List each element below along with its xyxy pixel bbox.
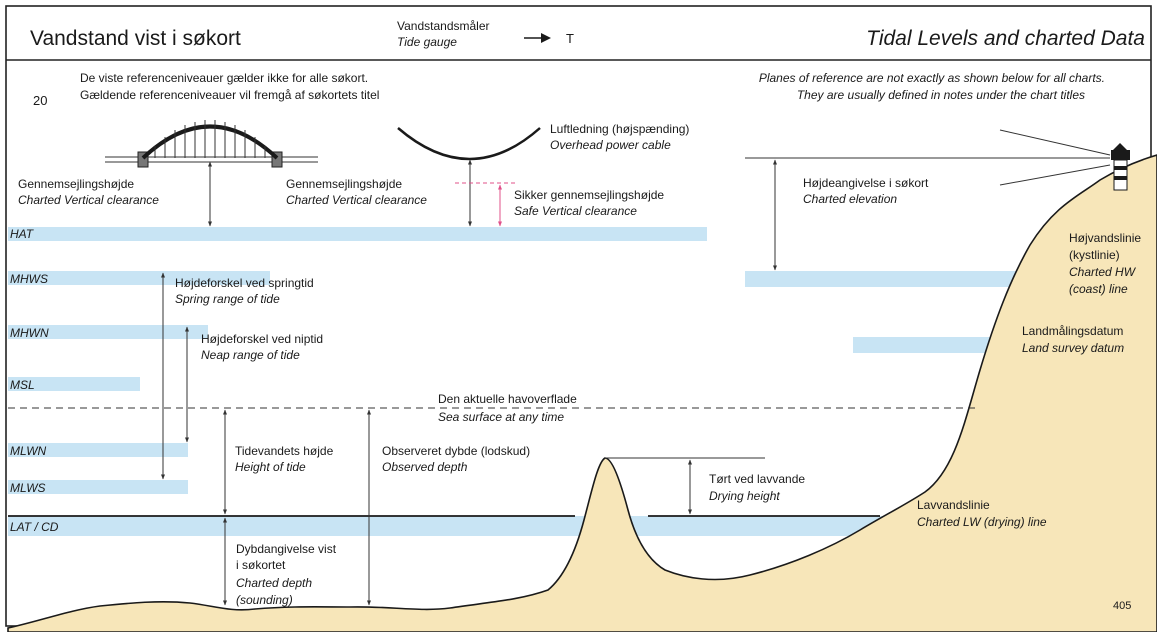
safe-clearance-label-en: Safe Vertical clearance <box>514 204 637 218</box>
hw-line-label-da2: (kystlinie) <box>1069 248 1120 262</box>
light-beam-upper <box>999 129 1111 156</box>
lat-band <box>8 516 888 536</box>
drying-height-label-en: Drying height <box>709 489 780 503</box>
seabed-and-land-profile <box>7 154 1157 632</box>
observed-depth-label-en: Observed depth <box>382 460 468 474</box>
hat-band <box>8 227 707 241</box>
charted-depth-label-en1: Charted depth <box>236 576 312 590</box>
chart-number: 20 <box>33 93 47 108</box>
page-number: 405 <box>1113 600 1131 612</box>
sea-surface-label-en: Sea surface at any time <box>438 410 564 424</box>
elevation-label-en: Charted elevation <box>803 192 897 206</box>
note-en-line1: Planes of reference are not exactly as s… <box>759 71 1105 85</box>
lw-line-label-en: Charted LW (drying) line <box>917 515 1047 529</box>
tide-gauge-label-da: Vandstandsmåler <box>397 19 490 33</box>
bridge-clearance-label-en: Charted Vertical clearance <box>18 193 159 207</box>
land-survey-label-da: Landmålingsdatum <box>1022 324 1123 338</box>
cable-clearance-label-da: Gennemsejlingshøjde <box>286 177 402 191</box>
spring-range-label-en: Spring range of tide <box>175 292 280 306</box>
power-cable-label-da: Luftledning (højspænding) <box>550 122 689 136</box>
neap-range-label-da: Højdeforskel ved niptid <box>201 332 323 346</box>
sea-surface-label-da: Den aktuelle havoverflade <box>438 392 577 406</box>
land-survey-label-en: Land survey datum <box>1022 341 1124 355</box>
charted-depth-label-da2: i søkortet <box>236 558 286 572</box>
mhwn-band <box>8 325 208 339</box>
hw-line-label-da1: Højvandslinie <box>1069 231 1141 245</box>
neap-range-label-en: Neap range of tide <box>201 348 300 362</box>
bridge-icon <box>105 120 318 168</box>
charted-depth-label-da1: Dybdangivelse vist <box>236 542 337 556</box>
mhws-band <box>8 271 270 285</box>
tide-gauge-symbol: T <box>566 31 574 46</box>
height-of-tide-label-en: Height of tide <box>235 460 306 474</box>
msl-band <box>8 377 140 391</box>
level-label-mlwn: MLWN <box>10 444 47 458</box>
title-danish: Vandstand vist i søkort <box>30 27 241 50</box>
charted-depth-label-en2: (sounding) <box>236 593 293 607</box>
mlwn-band <box>8 443 188 457</box>
safe-clearance-label-da: Sikker gennemsejlingshøjde <box>514 188 664 202</box>
level-label-mlws: MLWS <box>10 481 46 495</box>
lighthouse-icon <box>1111 143 1130 191</box>
hw-line-label-en2: (coast) line <box>1069 282 1128 296</box>
power-cable-icon <box>397 127 541 161</box>
note-da-line2: Gældende referenceniveauer vil fremgå af… <box>80 88 379 102</box>
drying-height-label-da: Tørt ved lavvande <box>709 472 805 486</box>
level-label-lat-cd: LAT / CD <box>10 520 59 534</box>
land-survey-band <box>853 337 1023 353</box>
level-label-msl: MSL <box>10 378 35 392</box>
power-cable-label-en: Overhead power cable <box>550 138 671 152</box>
level-label-mhws: MHWS <box>10 272 48 286</box>
note-en-line2: They are usually defined in notes under … <box>797 88 1085 102</box>
light-beam-lower <box>999 164 1111 186</box>
observed-depth-label-da: Observeret dybde (lodskud) <box>382 444 530 458</box>
lw-line-label-da: Lavvandslinie <box>917 498 990 512</box>
spring-range-label-da: Højdeforskel ved springtid <box>175 276 314 290</box>
level-label-hat: HAT <box>10 227 35 241</box>
tide-gauge-label-en: Tide gauge <box>397 35 457 49</box>
note-da-line1: De viste referenceniveauer gælder ikke f… <box>80 71 368 85</box>
tide-gauge-arrow-icon <box>524 33 551 43</box>
bridge-clearance-label-da: Gennemsejlingshøjde <box>18 177 134 191</box>
hw-line-label-en1: Charted HW <box>1069 265 1137 279</box>
elevation-band <box>745 271 1075 287</box>
level-label-mhwn: MHWN <box>10 326 49 340</box>
height-of-tide-label-da: Tidevandets højde <box>235 444 334 458</box>
title-english: Tidal Levels and charted Data <box>866 27 1145 50</box>
cable-clearance-label-en: Charted Vertical clearance <box>286 193 427 207</box>
elevation-label-da: Højdeangivelse i søkort <box>803 176 929 190</box>
mlws-band <box>8 480 188 494</box>
